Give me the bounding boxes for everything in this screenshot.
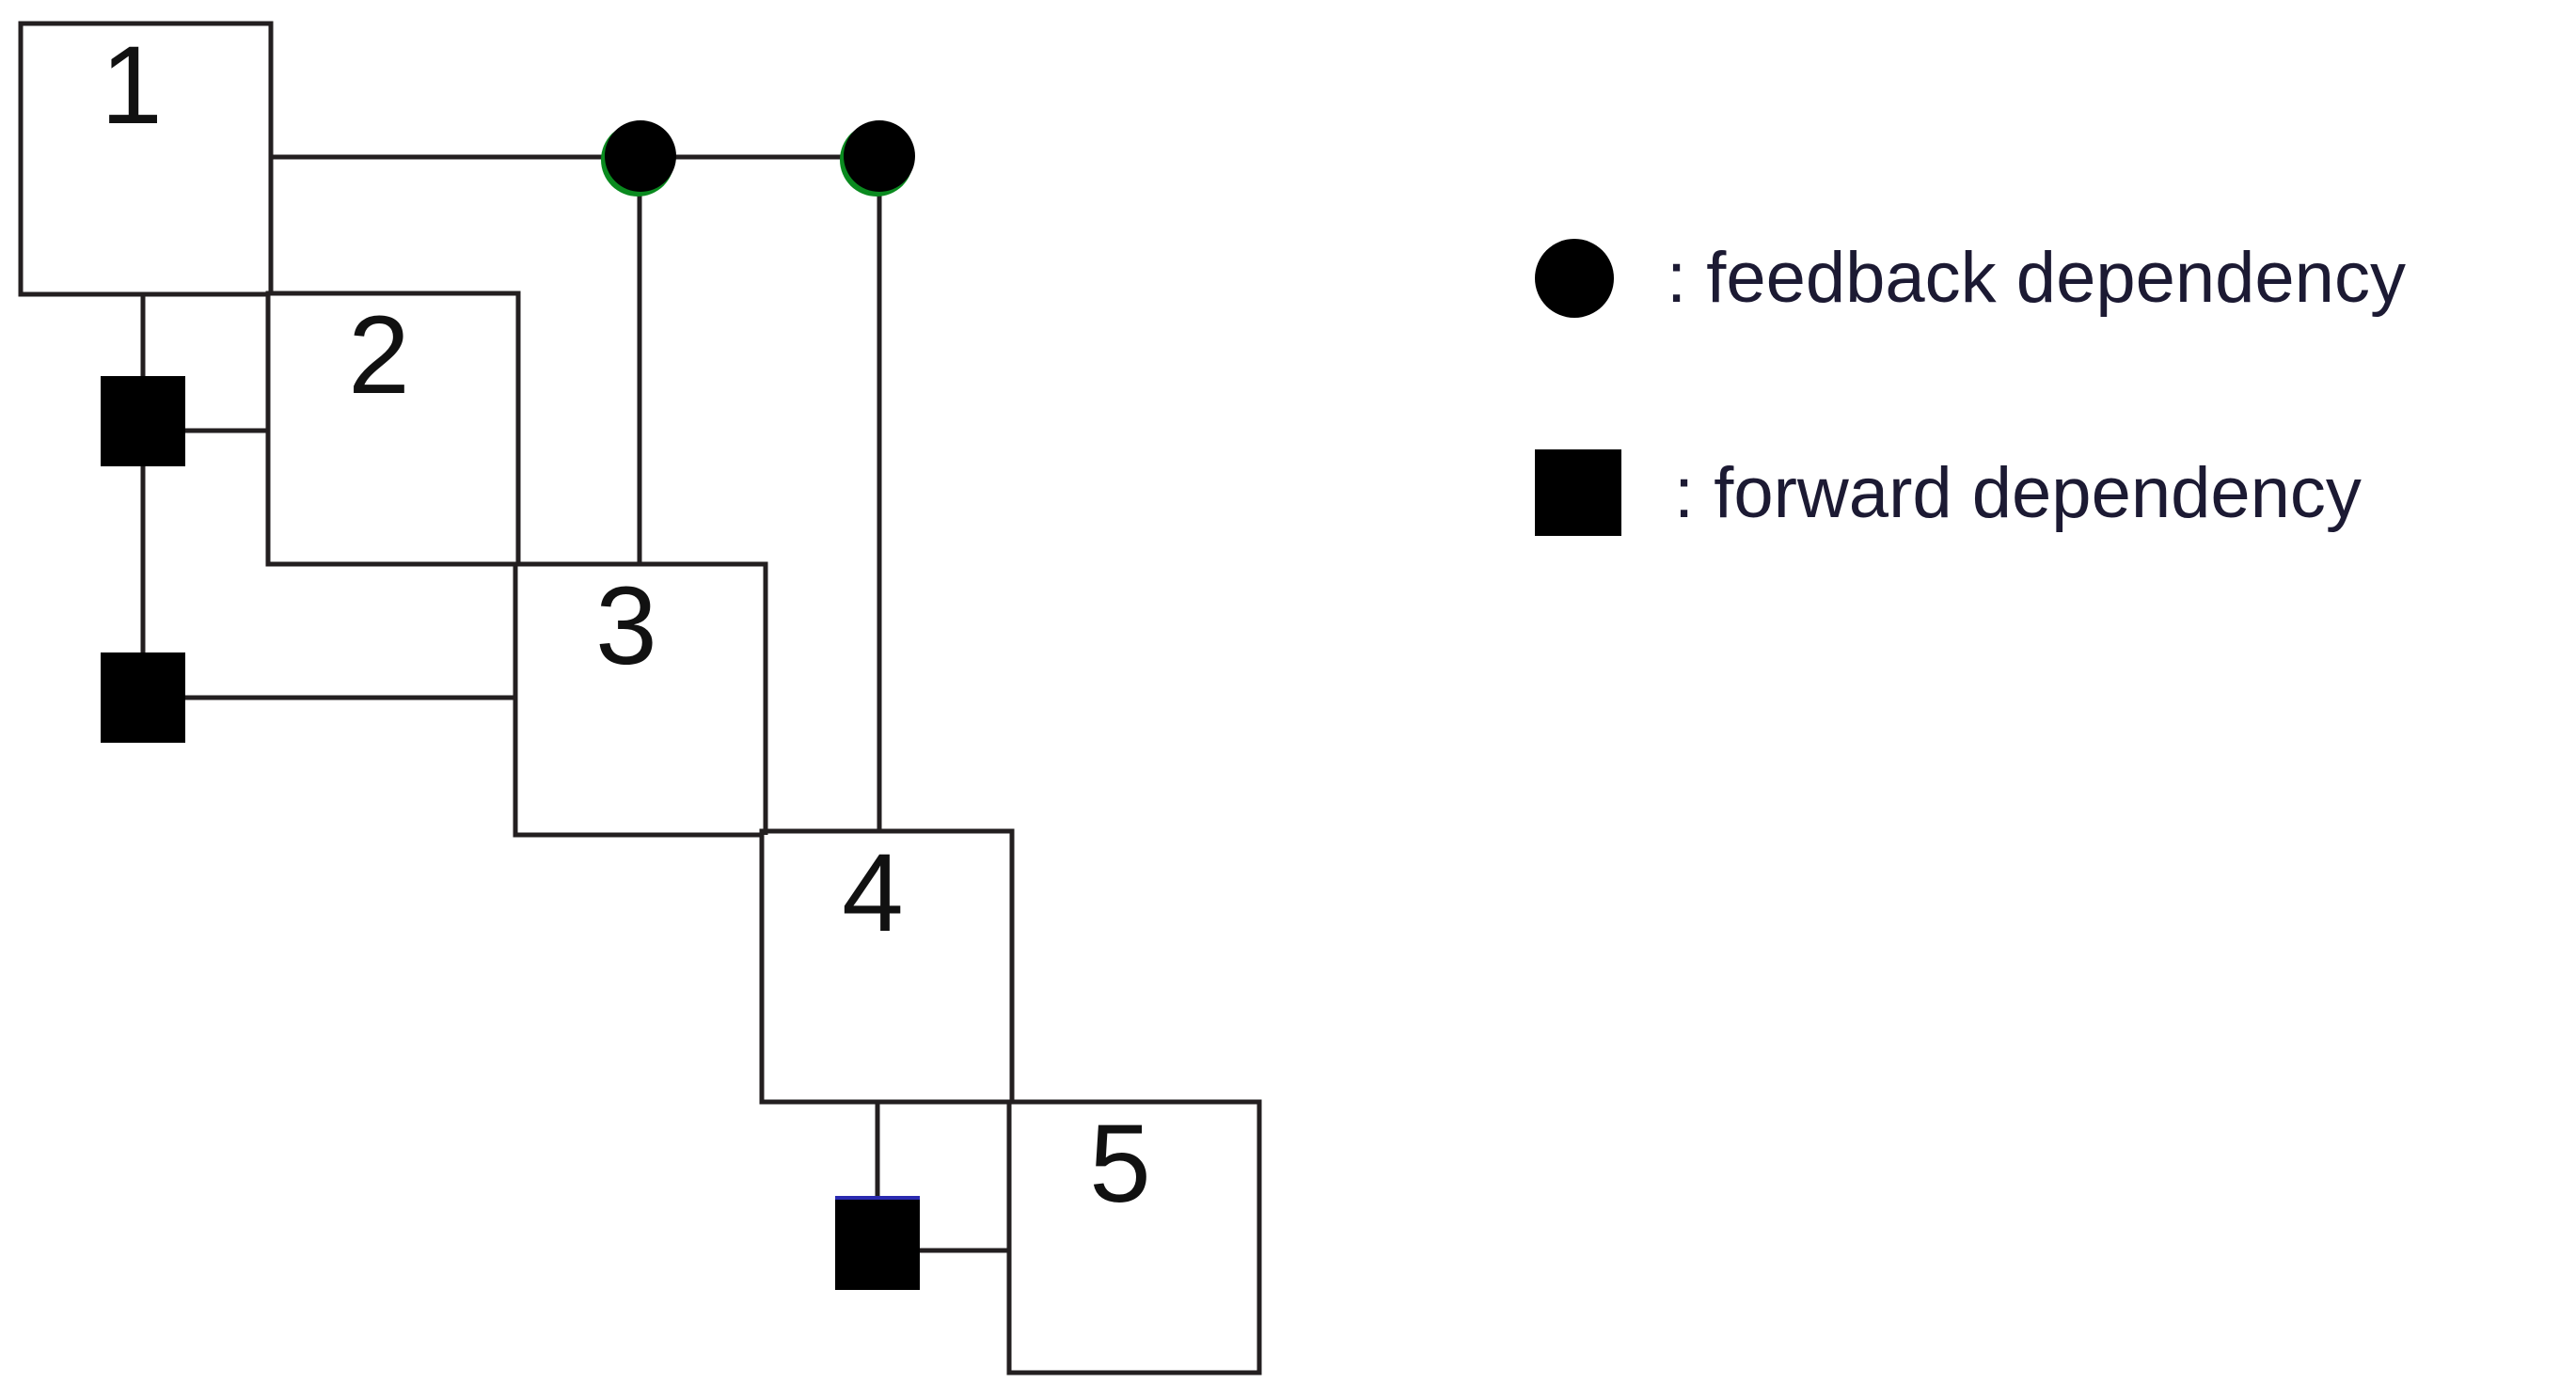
- box-node-2[interactable]: 2: [265, 291, 521, 567]
- forward-marker-group: [101, 376, 920, 1290]
- box-2-rect[interactable]: [265, 291, 521, 567]
- feedback-marker-a-dot[interactable]: [605, 120, 676, 192]
- legend-forward-label: : forward dependency: [1674, 452, 2362, 533]
- box-node-5[interactable]: 5: [1006, 1099, 1262, 1375]
- legend-feedback-label: : feedback dependency: [1667, 238, 2406, 318]
- legend-item-feedback: : feedback dependency: [1535, 237, 2406, 319]
- forward-marker-b[interactable]: [101, 652, 185, 743]
- box-4-label: 4: [842, 831, 904, 955]
- box-3-label: 3: [595, 564, 657, 688]
- square-marker-icon: [1535, 449, 1621, 536]
- feedback-marker-a[interactable]: [601, 120, 676, 196]
- feedback-marker-b-dot[interactable]: [844, 120, 915, 192]
- box-node-3[interactable]: 3: [513, 561, 768, 838]
- forward-marker-c-square[interactable]: [835, 1200, 920, 1290]
- overlay-edge-group: [268, 24, 1015, 1102]
- box-1-label: 1: [101, 24, 163, 148]
- box-4-rect[interactable]: [759, 828, 1015, 1105]
- box-node-1[interactable]: 1: [18, 21, 274, 297]
- legend-item-forward: : forward dependency: [1535, 449, 2362, 536]
- forward-marker-c[interactable]: [835, 1196, 920, 1290]
- forward-marker-a[interactable]: [101, 376, 185, 466]
- feedback-marker-group: [601, 120, 915, 196]
- box-5-rect[interactable]: [1006, 1099, 1262, 1375]
- circle-marker-icon: [1535, 238, 1614, 318]
- box-5-label: 5: [1089, 1102, 1151, 1226]
- feedback-marker-b[interactable]: [840, 120, 915, 196]
- box-3-rect[interactable]: [513, 561, 768, 838]
- box-2-label: 2: [348, 293, 410, 417]
- box-node-4[interactable]: 4: [759, 828, 1015, 1105]
